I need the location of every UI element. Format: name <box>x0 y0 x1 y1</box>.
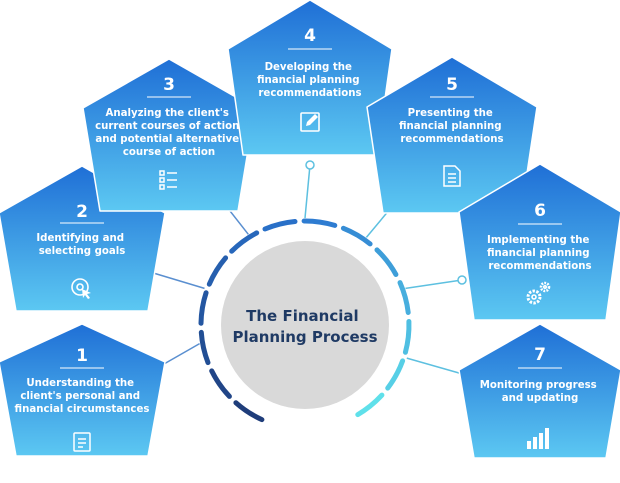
step-6-label-line-3: recommendations <box>488 261 591 272</box>
ring-segment <box>233 400 265 423</box>
ring-segment <box>206 255 229 287</box>
step-7-pentagon <box>458 323 620 459</box>
step-1-pentagon <box>0 323 166 457</box>
ring-segment <box>402 319 412 355</box>
step-7-label: Monitoring progress and updating <box>480 380 601 404</box>
step-5-label-line-1: Presenting the <box>408 108 493 119</box>
connector-dot <box>305 160 315 170</box>
step-5-pentagon <box>366 56 538 214</box>
ring-segment <box>397 280 411 315</box>
step-6-pentagon <box>458 163 620 321</box>
ring-segment <box>209 368 232 399</box>
ring-segment <box>229 230 260 254</box>
ring-segment <box>385 358 406 391</box>
step-6-label-line-2: financial planning <box>487 248 590 259</box>
ring-segment <box>198 329 211 366</box>
step-3-label-line-3: and potential alternative <box>95 134 239 145</box>
step-1-label-line-3: financial circumstances <box>15 404 150 415</box>
step-7: 7 Monitoring progress and updating <box>458 323 620 459</box>
step-1-label: Understanding the client's personal and … <box>15 378 150 415</box>
step-3-number: 3 <box>163 75 175 95</box>
step-4-label-line-1: Developing the <box>265 62 352 73</box>
bar-chart-icon <box>527 428 549 449</box>
target-cursor-icon <box>71 278 91 299</box>
step-5-number: 5 <box>446 75 458 95</box>
step-7-number: 7 <box>534 345 546 365</box>
step-7-label-line-1: Monitoring progress <box>480 380 597 391</box>
step-1-label-line-2: client's personal and <box>20 391 140 402</box>
edit-square-icon <box>300 112 320 132</box>
step-3-label-line-2: current courses of action <box>95 121 239 132</box>
step-2-label: Identifying and selecting goals <box>36 233 127 257</box>
connector-line <box>149 271 205 290</box>
step-1: 1 Understanding the client's personal an… <box>0 323 166 457</box>
document-form-icon <box>73 432 91 452</box>
ring-segment <box>355 392 385 418</box>
gears-icon <box>526 281 551 305</box>
center-ring <box>198 218 412 423</box>
step-7-label-line-2: and updating <box>502 393 579 404</box>
step-1-number: 1 <box>76 346 88 366</box>
connector-line <box>406 357 467 376</box>
step-4-label-line-2: financial planning <box>257 75 360 86</box>
ring-segment <box>301 218 338 228</box>
step-3-label-line-4: course of action <box>123 147 215 158</box>
step-5-label-line-3: recommendations <box>400 134 503 145</box>
center-title-line-2: Planning Process <box>232 328 377 346</box>
step-5-label-line-2: financial planning <box>399 121 502 132</box>
step-2-number: 2 <box>76 202 88 222</box>
step-6: 6 Implementing the financial planning re… <box>458 163 620 321</box>
step-6-label: Implementing the financial planning reco… <box>487 235 593 272</box>
center-title-line-1: The Financial <box>246 307 358 325</box>
step-4-label-line-3: recommendations <box>258 88 361 99</box>
center-title: The Financial Planning Process <box>232 307 377 346</box>
checklist-icon <box>159 170 177 190</box>
step-4-number: 4 <box>304 26 316 46</box>
step-1-label-line-1: Understanding the <box>26 378 134 389</box>
step-3-label-line-1: Analyzing the client's <box>105 108 228 119</box>
document-icon <box>443 165 461 187</box>
ring-segment <box>262 219 298 232</box>
step-2-label-line-1: Identifying and <box>36 233 124 244</box>
connector-line <box>304 164 311 219</box>
center-circle <box>221 241 389 409</box>
step-3-label: Analyzing the client's current courses o… <box>95 108 243 158</box>
connector-dot <box>457 275 467 285</box>
step-2-label-line-2: selecting goals <box>39 246 126 257</box>
step-5: 5 Presenting the financial planning reco… <box>366 56 538 214</box>
ring-segment <box>374 247 399 277</box>
connector-line <box>405 279 463 290</box>
step-6-label-line-1: Implementing the <box>487 235 589 246</box>
step-4-pentagon <box>227 0 393 156</box>
ring-segment <box>198 290 209 326</box>
ring-segment <box>340 225 373 247</box>
step-4-label: Developing the financial planning recomm… <box>257 62 363 99</box>
step-5-label: Presenting the financial planning recomm… <box>399 108 505 145</box>
step-3: 3 Analyzing the client's current courses… <box>82 58 256 212</box>
step-4: 4 Developing the financial planning reco… <box>227 0 393 156</box>
step-6-number: 6 <box>534 201 546 221</box>
